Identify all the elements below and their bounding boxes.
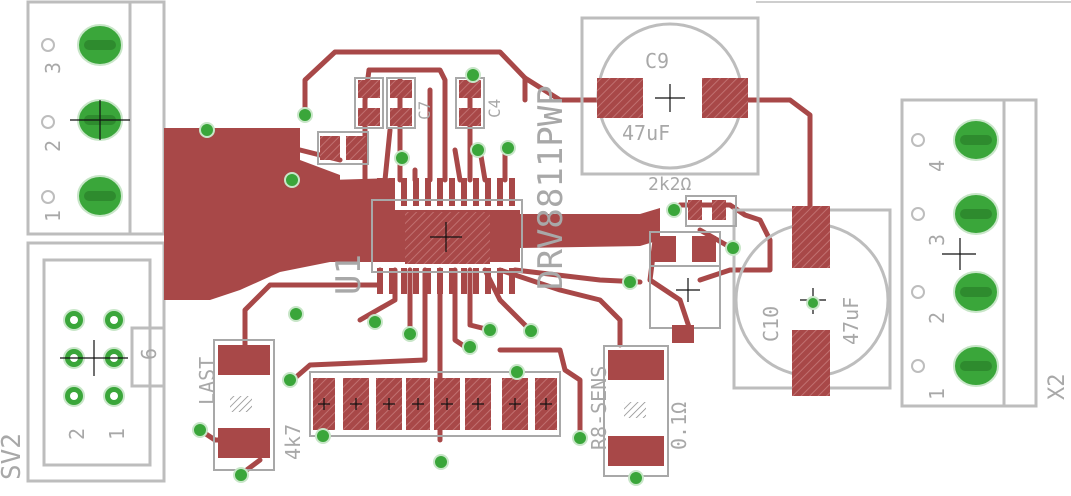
resistor-sense: R8-SENS 0.1Ω bbox=[587, 345, 691, 477]
bottom-smd-array bbox=[309, 371, 561, 437]
x2-pin-4-label: 4 bbox=[925, 160, 949, 172]
x1-pin-1-label: 1 bbox=[41, 210, 65, 222]
x2-pin-1-label: 1 bbox=[925, 388, 949, 400]
header-sv2: 6 2 1 SV2 bbox=[0, 241, 166, 483]
x2-pin-2-label: 2 bbox=[925, 312, 949, 324]
u1-part-label: DRV8811PWP bbox=[531, 85, 571, 290]
r-2k2-value: 2k2Ω bbox=[648, 174, 692, 195]
sv2-pin-2-label: 2 bbox=[65, 428, 89, 440]
sv2-pin-1-label: 1 bbox=[105, 428, 129, 440]
resistor-4k7: LAST 4k7 bbox=[195, 339, 305, 471]
x2-label: X2 bbox=[1045, 374, 1070, 401]
c10-value: 47uF bbox=[839, 297, 863, 345]
ic-u1: U1 DRV8811PWP bbox=[329, 85, 571, 295]
c10-label: C10 bbox=[759, 306, 783, 342]
r-sense-name: R8-SENS bbox=[587, 366, 611, 450]
c9-label: C9 bbox=[645, 49, 669, 73]
capacitor-c10: C10 47uF bbox=[732, 206, 892, 396]
c4-label: C4 bbox=[485, 99, 504, 118]
c7-label: C7 bbox=[415, 101, 434, 120]
x1-pin-2-label: 2 bbox=[41, 140, 65, 152]
resistor-2k2: 2k2Ω bbox=[648, 174, 737, 343]
u1-label: U1 bbox=[329, 254, 369, 295]
c9-value: 47uF bbox=[622, 121, 670, 145]
connector-x2: 4 3 2 1 X2 bbox=[900, 98, 1070, 408]
sv2-pins bbox=[60, 309, 128, 407]
r-4k7-name: LAST bbox=[195, 357, 219, 405]
u1-bottom-pins bbox=[377, 268, 515, 294]
smd-caps-top: C7 C4 bbox=[317, 77, 504, 165]
vias bbox=[192, 67, 741, 486]
u1-top-pins bbox=[377, 178, 515, 206]
x2-pin-3-label: 3 bbox=[925, 234, 949, 246]
capacitor-c9: C9 47uF bbox=[580, 16, 760, 176]
r-4k7-value: 4k7 bbox=[281, 424, 305, 460]
sv2-label: SV2 bbox=[0, 433, 27, 480]
x1-pin-3-label: 3 bbox=[41, 62, 65, 74]
r-sense-value: 0.1Ω bbox=[667, 402, 691, 450]
sv2-side-label: 6 bbox=[137, 348, 161, 360]
